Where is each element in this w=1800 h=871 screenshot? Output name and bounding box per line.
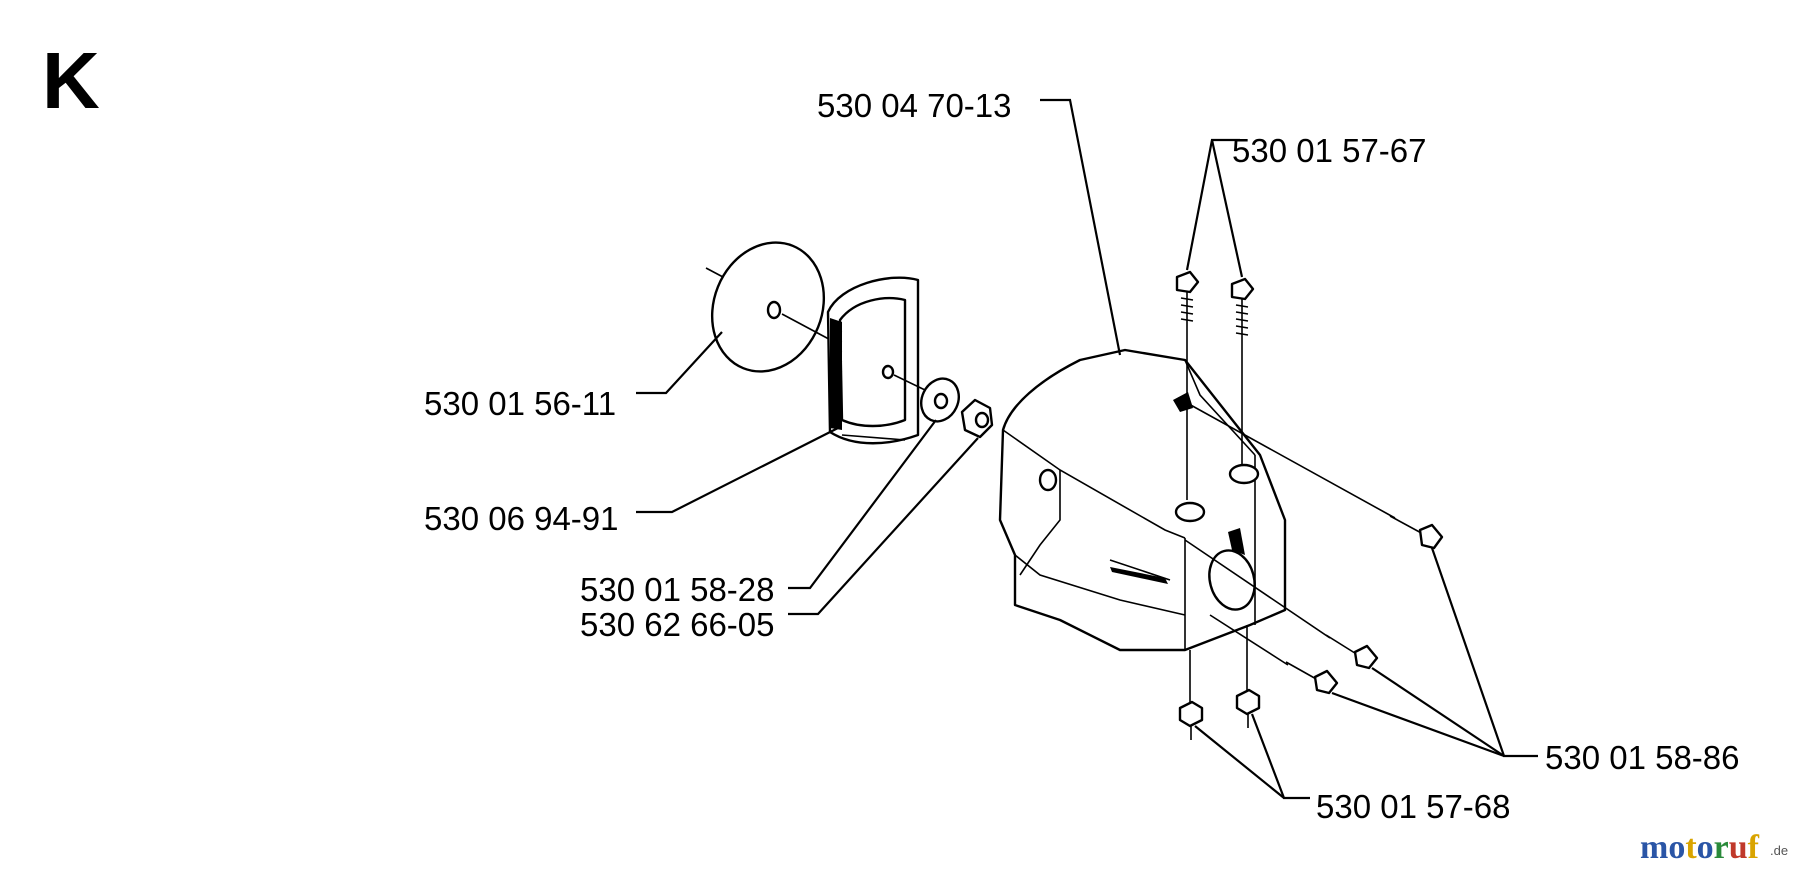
disc-part	[705, 241, 841, 373]
side-screw-3	[1209, 614, 1339, 695]
side-screw-1	[1177, 397, 1444, 550]
svg-text:.de: .de	[1770, 843, 1788, 858]
guard-part	[826, 276, 926, 445]
leader-lines	[636, 98, 1538, 800]
label-top-screws: 530 01 57-67	[1232, 132, 1427, 169]
side-screw-2	[1184, 539, 1379, 670]
housing-part	[998, 348, 1287, 652]
label-guard: 530 06 94-91	[424, 500, 619, 537]
top-screw-2	[1230, 277, 1255, 465]
bottom-nut-2	[1235, 625, 1261, 728]
label-disc: 530 01 56-11	[424, 385, 616, 422]
washer-part	[920, 377, 960, 423]
watermark-logo: motoruf .de	[1640, 829, 1788, 866]
label-washer: 530 01 58-28	[580, 571, 775, 608]
label-bottom-nuts: 530 01 57-68	[1316, 788, 1511, 825]
label-nut: 530 62 66-05	[580, 606, 775, 643]
nut-part	[960, 398, 994, 439]
section-letter: K	[42, 36, 100, 125]
label-housing: 530 04 70-13	[817, 87, 1012, 124]
svg-text:motoruf: motoruf	[1640, 829, 1760, 866]
top-screw-1	[1175, 270, 1200, 500]
label-side-screws: 530 01 58-86	[1545, 739, 1740, 776]
bottom-nut-1	[1178, 650, 1204, 740]
